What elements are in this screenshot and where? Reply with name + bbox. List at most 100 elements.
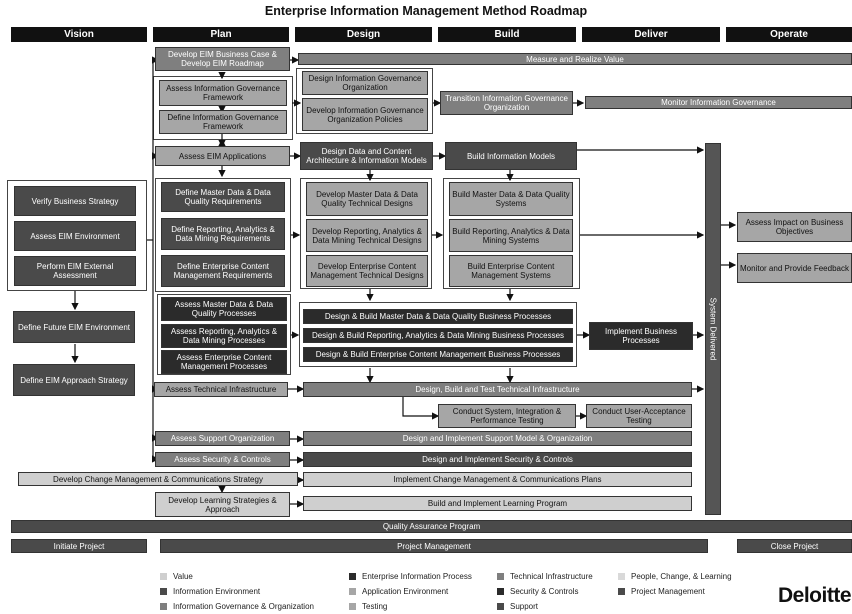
- tech-designs-frame: [300, 178, 432, 289]
- build-ecm-systems-box: Build Enterprise Content Management Syst…: [449, 255, 573, 287]
- legend-swatch: [497, 603, 504, 610]
- legend-item: Information Environment: [160, 587, 260, 596]
- assess-tech-infrastructure-box: Assess Technical Infrastructure: [154, 382, 288, 397]
- build-info-models-box: Build Information Models: [445, 142, 577, 170]
- legend-item: Information Governance & Organization: [160, 602, 314, 611]
- legend-item: Technical Infrastructure: [497, 572, 593, 581]
- project-management-bar: Project Management: [160, 539, 708, 553]
- legend-label: Testing: [362, 602, 388, 611]
- define-future-environment-box: Define Future EIM Environment: [13, 311, 135, 343]
- assess-eim-applications-box: Assess EIM Applications: [155, 146, 290, 166]
- system-delivered-label: System Delivered: [708, 297, 718, 361]
- legend-label: Information Environment: [173, 587, 261, 596]
- define-reporting-requirements-box: Define Reporting, Analytics & Data Minin…: [161, 218, 285, 250]
- quality-assurance-bar: Quality Assurance Program: [11, 520, 852, 533]
- phase-design: Design: [295, 27, 432, 42]
- transition-governance-org-box: Transition Information Governance Organi…: [440, 91, 573, 115]
- vision-group-frame: [7, 180, 147, 291]
- develop-change-mgmt-box: Develop Change Management & Communicatio…: [18, 472, 298, 486]
- assess-security-box: Assess Security & Controls: [155, 452, 290, 467]
- deloitte-logo: Deloitte.: [778, 584, 852, 607]
- define-ecm-requirements-box: Define Enterprise Content Management Req…: [161, 255, 285, 287]
- legend-item: Testing: [349, 602, 387, 611]
- legend-item: People, Change, & Learning: [618, 572, 732, 581]
- develop-mdm-designs-box: Develop Master Data & Data Quality Techn…: [306, 182, 428, 216]
- conduct-uat-box: Conduct User-Acceptance Testing: [586, 404, 692, 428]
- design-security-bar: Design and Implement Security & Controls: [303, 452, 692, 467]
- legend-swatch: [497, 588, 504, 595]
- assess-eim-environment-box: Assess EIM Environment: [14, 221, 136, 251]
- legend-item: Enterprise Information Process: [349, 572, 472, 581]
- legend-label: Application Environment: [362, 587, 449, 596]
- legend-swatch: [618, 573, 625, 580]
- develop-business-case-box: Develop EIM Business Case & Develop EIM …: [155, 47, 290, 71]
- assess-governance-framework-box: Assess Information Governance Framework: [159, 80, 287, 106]
- legend-label: Security & Controls: [510, 587, 579, 596]
- legend-label: Value: [173, 572, 193, 581]
- legend-swatch: [349, 588, 356, 595]
- legend-label: People, Change, & Learning: [631, 572, 732, 581]
- assess-reporting-processes-box: Assess Reporting, Analytics & Data Minin…: [161, 324, 287, 348]
- develop-governance-policies-box: Develop Information Governance Organizat…: [302, 98, 428, 131]
- legend-swatch: [497, 573, 504, 580]
- business-processes-frame: [299, 302, 577, 367]
- legend-item: Value: [160, 572, 193, 581]
- design-build-reporting-processes-bar: Design & Build Reporting, Analytics & Da…: [303, 328, 573, 343]
- assess-support-org-box: Assess Support Organization: [155, 431, 290, 446]
- verify-strategy-box: Verify Business Strategy: [14, 186, 136, 216]
- develop-learning-box: Develop Learning Strategies & Approach: [155, 492, 290, 517]
- design-build-test-infrastructure-bar: Design, Build and Test Technical Infrast…: [303, 382, 692, 397]
- legend-swatch: [160, 603, 167, 610]
- legend-swatch: [618, 588, 625, 595]
- monitor-governance-bar: Monitor Information Governance: [585, 96, 852, 109]
- develop-reporting-designs-box: Develop Reporting, Analytics & Data Mini…: [306, 219, 428, 252]
- design-architecture-box: Design Data and Content Architecture & I…: [300, 142, 433, 170]
- assess-mdm-processes-box: Assess Master Data & Data Quality Proces…: [161, 297, 287, 321]
- legend-item: Security & Controls: [497, 587, 578, 596]
- legend-item: Support: [497, 602, 538, 611]
- close-project-bar: Close Project: [737, 539, 852, 553]
- assess-impact-box: Assess Impact on Business Objectives: [737, 212, 852, 242]
- define-approach-strategy-box: Define EIM Approach Strategy: [13, 364, 135, 396]
- legend-label: Information Governance & Organization: [173, 602, 314, 611]
- design-support-model-bar: Design and Implement Support Model & Org…: [303, 431, 692, 446]
- legend-swatch: [349, 603, 356, 610]
- legend-label: Project Management: [631, 587, 705, 596]
- phase-vision: Vision: [11, 27, 147, 42]
- measure-value-bar: Measure and Realize Value: [298, 53, 852, 65]
- design-governance-org-box: Design Information Governance Organizati…: [302, 71, 428, 95]
- design-build-ecm-processes-bar: Design & Build Enterprise Content Manage…: [303, 347, 573, 362]
- perform-external-assessment-box: Perform EIM External Assessment: [14, 256, 136, 286]
- design-build-mdm-processes-bar: Design & Build Master Data & Data Qualit…: [303, 309, 573, 324]
- phase-plan: Plan: [153, 27, 289, 42]
- requirements-group-frame: [155, 178, 291, 292]
- assess-ecm-processes-box: Assess Enterprise Content Management Pro…: [161, 350, 287, 374]
- legend-label: Support: [510, 602, 539, 611]
- conduct-system-testing-box: Conduct System, Integration & Performanc…: [438, 404, 576, 428]
- develop-ecm-designs-box: Develop Enterprise Content Management Te…: [306, 255, 428, 287]
- legend-label: Technical Infrastructure: [510, 572, 593, 581]
- define-governance-framework-box: Define Information Governance Framework: [159, 110, 287, 134]
- legend-label: Enterprise Information Process: [362, 572, 472, 581]
- legend-item: Project Management: [618, 587, 705, 596]
- implement-change-mgmt-bar: Implement Change Management & Communicat…: [303, 472, 692, 487]
- legend-swatch: [349, 573, 356, 580]
- legend-swatch: [160, 588, 167, 595]
- phase-operate: Operate: [726, 27, 852, 42]
- assess-processes-frame: [157, 294, 291, 375]
- phase-deliver: Deliver: [582, 27, 720, 42]
- diagram-title: Enterprise Information Management Method…: [264, 4, 588, 18]
- build-learning-bar: Build and Implement Learning Program: [303, 496, 692, 511]
- legend-swatch: [160, 573, 167, 580]
- define-mdm-requirements-box: Define Master Data & Data Quality Requir…: [161, 182, 285, 212]
- build-mdm-systems-box: Build Master Data & Data Quality Systems: [449, 182, 573, 216]
- system-delivered-bar: System Delivered: [705, 143, 721, 515]
- initiate-project-bar: Initiate Project: [11, 539, 147, 553]
- monitor-feedback-box: Monitor and Provide Feedback: [737, 253, 852, 283]
- implement-business-processes-box: Implement Business Processes: [589, 322, 693, 350]
- phase-build: Build: [438, 27, 576, 42]
- build-reporting-systems-box: Build Reporting, Analytics & Data Mining…: [449, 219, 573, 252]
- legend-item: Application Environment: [349, 587, 448, 596]
